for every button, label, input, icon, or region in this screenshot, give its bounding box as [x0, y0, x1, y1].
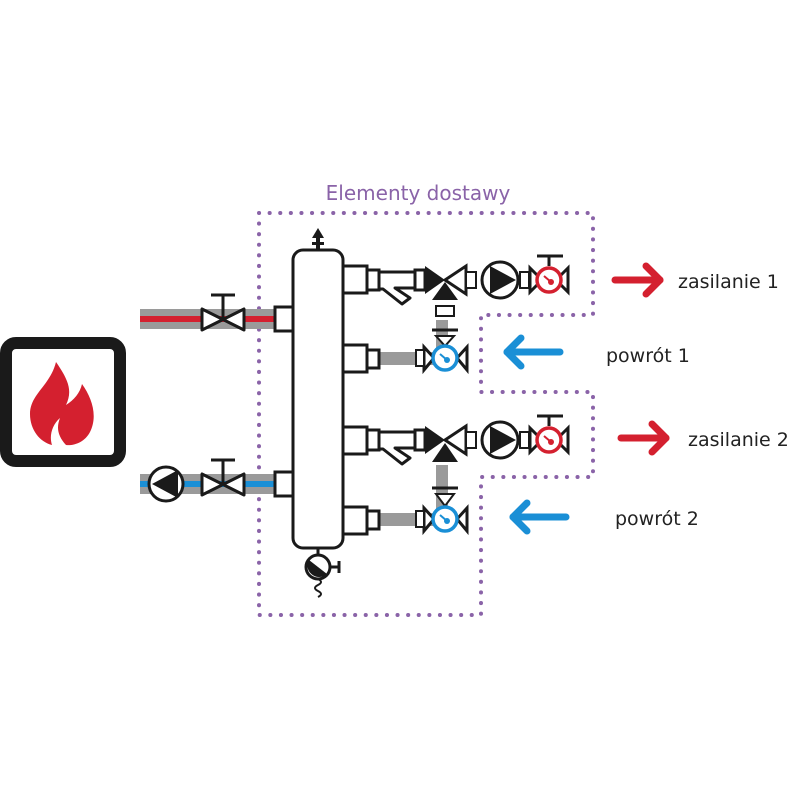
strainer-1 — [377, 268, 427, 306]
arrow-right-icon — [611, 262, 664, 298]
arrow-left-icon — [503, 334, 564, 370]
circuit-1 — [365, 254, 570, 375]
flame-icon — [30, 362, 94, 446]
ball-valve-thermometer-red-2 — [528, 414, 570, 456]
ball-valve-thermometer-blue-1 — [415, 328, 469, 375]
circulation-pump-1 — [480, 260, 530, 300]
boiler-pump — [147, 465, 185, 503]
air-vent-icon — [312, 228, 324, 250]
mixing-valve-2 — [425, 423, 477, 462]
arrow-right-icon — [617, 420, 670, 456]
fitting — [365, 268, 381, 370]
drain-valve-icon — [304, 548, 341, 598]
shutoff-valve-return — [200, 458, 246, 497]
mixing-valve-1 — [425, 263, 477, 317]
fitting — [365, 428, 381, 531]
ball-valve-thermometer-blue-2 — [415, 486, 469, 536]
hydraulic-separator — [273, 248, 369, 550]
shutoff-valve-supply — [200, 293, 246, 332]
circulation-pump-2 — [480, 420, 530, 460]
strainer-2 — [377, 428, 427, 466]
arrow-left-icon — [509, 499, 570, 535]
circuit-2 — [365, 414, 570, 536]
label-powrot-2: powrót 2 — [615, 508, 699, 530]
label-zasilanie-2: zasilanie 2 — [688, 429, 789, 451]
ball-valve-thermometer-red-1 — [528, 254, 570, 296]
label-zasilanie-1: zasilanie 1 — [678, 271, 779, 293]
delivery-scope-title: Elementy dostawy — [326, 181, 511, 205]
boiler — [0, 337, 126, 467]
label-powrot-1: powrót 1 — [606, 345, 690, 367]
delivery-boundary — [257, 211, 595, 617]
